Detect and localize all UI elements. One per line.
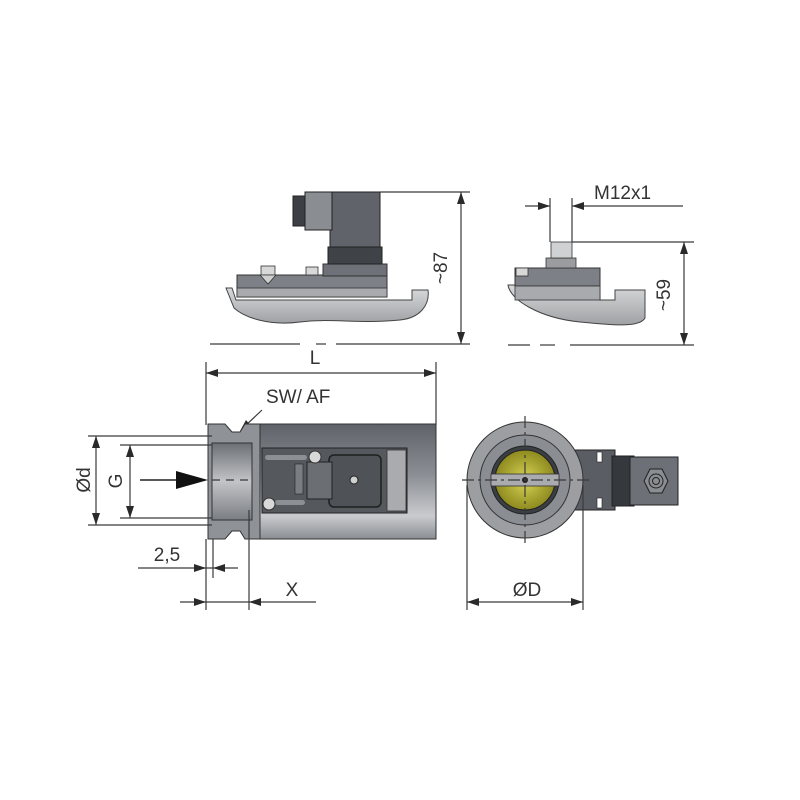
- screw-icon: [260, 265, 276, 276]
- screw-icon: [515, 267, 529, 277]
- side-view: ~87: [210, 191, 470, 345]
- diameter-d-label: ØD: [513, 580, 542, 601]
- height-87-label: ~87: [431, 252, 452, 284]
- m12-connector: [550, 241, 573, 259]
- threaded-spigot: [211, 442, 253, 521]
- screw-icon: [349, 475, 359, 485]
- top-view: L SW/ AF Ød: [74, 348, 437, 610]
- wrench-size-label: SW/ AF: [266, 387, 330, 408]
- screw-icon: [305, 266, 319, 276]
- screw-icon: [308, 450, 322, 464]
- height-59-label: ~59: [654, 279, 675, 311]
- x-dimension-label: X: [286, 580, 299, 601]
- cable-gland-icon: [643, 468, 669, 494]
- screw-icon: [262, 497, 276, 511]
- flow-arrow-icon: [176, 471, 208, 489]
- cable-gland: [292, 195, 306, 227]
- length-l-label: L: [310, 348, 321, 369]
- thread-g-label: G: [106, 474, 127, 489]
- offset-2-5-label: 2,5: [154, 545, 180, 566]
- connector-nut: [327, 246, 383, 265]
- mounting-base: [225, 287, 429, 324]
- end-side-view: M12x1 ~59: [507, 183, 694, 346]
- outer-diameter-label: Ød: [74, 467, 95, 492]
- thread-m12-label: M12x1: [594, 183, 651, 204]
- connector-housing: [329, 191, 381, 248]
- front-view: ØD: [462, 416, 679, 610]
